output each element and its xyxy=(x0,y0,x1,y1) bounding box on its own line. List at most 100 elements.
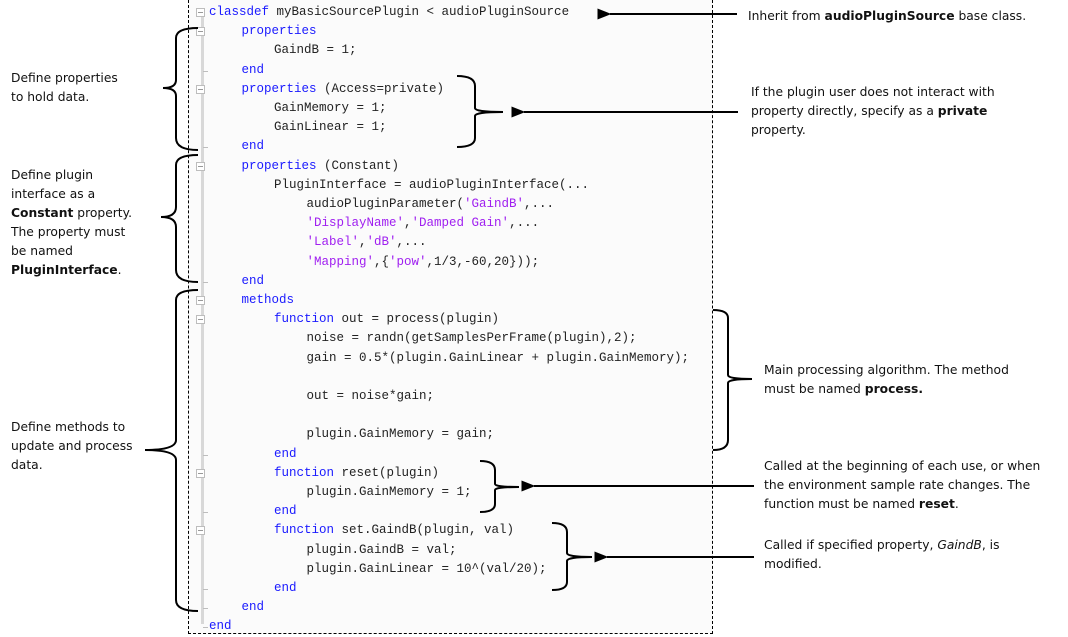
code-line: classdef myBasicSourcePlugin < audioPlug… xyxy=(209,3,569,22)
fold-toggle-icon[interactable] xyxy=(196,468,205,478)
code-line: audioPluginParameter('GaindB',... xyxy=(307,195,555,214)
code-string: 'DisplayName' xyxy=(306,216,405,231)
annotation-setter: Called if specified property, GaindB, is… xyxy=(764,538,1000,571)
fold-toggle-icon[interactable] xyxy=(196,84,205,94)
code-string: 'GaindB' xyxy=(464,197,525,211)
code-text: noise = randn(getSamplesPerFrame(plugin)… xyxy=(306,331,637,346)
code-line: end xyxy=(209,617,232,636)
emphasis-italic: GaindB xyxy=(937,538,982,552)
code-text: ,... xyxy=(396,235,427,250)
code-keyword: function xyxy=(274,312,335,327)
fold-end-marker xyxy=(203,70,208,72)
annotation-reset: Called at the beginning of each use, or … xyxy=(764,459,1041,511)
code-keyword: properties xyxy=(241,81,317,96)
right-brace-private xyxy=(456,75,504,148)
code-text: gain = 0.5*(plugin.GainLinear + plugin.G… xyxy=(306,350,690,365)
code-text: reset(plugin) xyxy=(334,465,440,480)
fold-toggle-icon[interactable] xyxy=(196,315,205,325)
code-line: plugin.GaindB = val; xyxy=(307,541,457,560)
fold-toggle-icon[interactable] xyxy=(196,27,205,37)
right-brace-process xyxy=(712,309,753,451)
fold-end-marker xyxy=(203,454,208,456)
right-brace-setter xyxy=(551,522,593,591)
code-line: end xyxy=(242,137,265,156)
code-string: 'pow' xyxy=(389,254,427,269)
code-text: ,1/3,-60,20})); xyxy=(426,254,540,269)
code-keyword: classdef xyxy=(209,5,270,19)
code-keyword: end xyxy=(274,446,297,461)
code-text: plugin.GainMemory = 1; xyxy=(306,485,472,499)
code-text: audioPluginParameter( xyxy=(306,197,465,211)
code-line: gain = 0.5*(plugin.GainLinear + plugin.G… xyxy=(307,349,690,368)
code-line: GainLinear = 1; xyxy=(274,118,387,137)
code-editor-panel: classdef myBasicSourcePlugin < audioPlug… xyxy=(188,0,713,634)
code-line: GainMemory = 1; xyxy=(274,99,387,118)
code-line: end xyxy=(274,502,297,521)
code-text: (Access=private) xyxy=(316,81,445,96)
code-string: 'Damped Gain' xyxy=(411,216,510,231)
code-line: 'Mapping',{'pow',1/3,-60,20})); xyxy=(307,253,540,272)
left-brace-interface xyxy=(160,154,199,283)
code-keyword: end xyxy=(241,139,265,154)
code-text: PluginInterface = audioPluginInterface(.… xyxy=(274,177,590,192)
fold-end-marker xyxy=(203,281,208,283)
code-text: , xyxy=(404,216,412,231)
code-keyword: methods xyxy=(241,293,295,307)
code-text: out = noise*gain; xyxy=(306,389,435,403)
code-text: GainMemory = 1; xyxy=(274,101,387,115)
code-text: GaindB = 1; xyxy=(274,43,357,58)
left-brace-properties xyxy=(162,27,199,151)
annotation-private: If the plugin user does not interact wit… xyxy=(751,85,995,137)
code-line: 'DisplayName','Damped Gain',... xyxy=(307,214,540,233)
code-keyword: function xyxy=(274,523,335,538)
annotation-inherit: Inherit from audioPluginSource base clas… xyxy=(748,9,1027,23)
code-string: 'Mapping' xyxy=(306,254,375,269)
code-keyword: function xyxy=(274,465,335,480)
code-line: end xyxy=(242,61,265,80)
fold-toggle-icon[interactable] xyxy=(196,8,205,17)
code-line: properties (Access=private) xyxy=(242,80,445,99)
code-line: function set.GaindB(plugin, val) xyxy=(274,521,514,540)
code-text: GainLinear = 1; xyxy=(274,120,387,135)
code-keyword: properties xyxy=(241,158,317,173)
code-line: out = noise*gain; xyxy=(307,387,435,406)
code-line: noise = randn(getSamplesPerFrame(plugin)… xyxy=(307,329,637,348)
code-line: GaindB = 1; xyxy=(274,41,357,60)
code-line: end xyxy=(242,598,265,617)
code-line: 'Label','dB',... xyxy=(307,233,427,252)
code-text: myBasicSourcePlugin < audioPluginSource xyxy=(269,5,570,19)
code-line: function out = process(plugin) xyxy=(274,310,499,329)
code-keyword: properties xyxy=(241,24,317,39)
code-line: plugin.GainMemory = 1; xyxy=(307,483,472,502)
emphasis-bold: reset xyxy=(918,497,955,511)
code-line: end xyxy=(242,272,265,291)
code-text: out = process(plugin) xyxy=(334,312,500,327)
code-line: properties xyxy=(242,22,317,41)
code-text: ,{ xyxy=(374,254,390,269)
code-text: plugin.GaindB = val; xyxy=(306,542,457,557)
code-keyword: end xyxy=(241,600,265,615)
code-keyword: end xyxy=(209,619,232,634)
fold-toggle-icon[interactable] xyxy=(196,526,205,536)
emphasis-bold: Constant xyxy=(11,206,74,220)
fold-toggle-icon[interactable] xyxy=(196,296,205,305)
code-line: end xyxy=(274,579,297,598)
fold-end-marker xyxy=(203,589,208,590)
fold-end-marker xyxy=(203,512,208,514)
emphasis-bold: private xyxy=(937,104,988,118)
code-string: 'Label' xyxy=(306,235,360,250)
code-keyword: end xyxy=(274,504,297,519)
code-text: plugin.GainMemory = gain; xyxy=(306,427,495,442)
code-line: methods xyxy=(242,291,295,310)
code-text: (Constant) xyxy=(316,158,400,173)
code-keyword: end xyxy=(241,62,265,77)
fold-toggle-icon[interactable] xyxy=(196,161,205,171)
emphasis-bold: audioPluginSource xyxy=(824,9,955,23)
fold-end-marker xyxy=(203,608,208,610)
fold-end-marker xyxy=(203,147,208,149)
